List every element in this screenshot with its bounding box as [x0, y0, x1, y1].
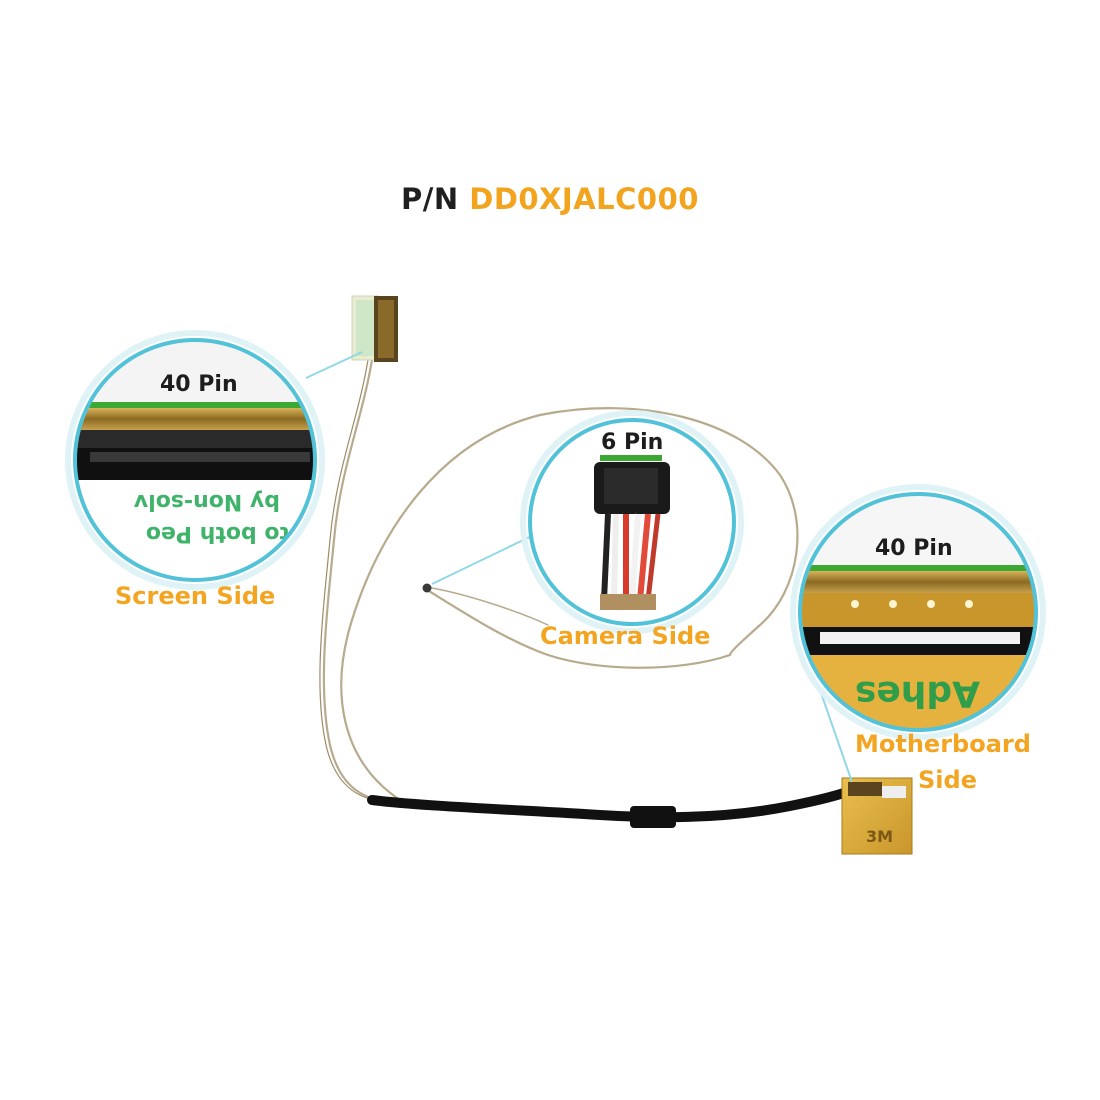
camera-side-callout: [520, 410, 744, 634]
camera-pin-label: 6 Pin: [601, 430, 664, 455]
thin-cable: [319, 358, 799, 802]
screen-pin-label: 40 Pin: [160, 372, 238, 397]
svg-text:3M: 3M: [866, 827, 893, 846]
page-title: P/N DD0XJALC000: [0, 182, 1100, 216]
camera-side-caption: Camera Side: [540, 622, 711, 650]
svg-text:by Non-solv: by Non-solv: [133, 489, 280, 514]
svg-text:Adhes: Adhes: [855, 673, 980, 714]
part-number: DD0XJALC000: [469, 182, 699, 216]
part-number-prefix: P/N: [401, 182, 459, 216]
svg-text:to both Peo: to both Peo: [146, 521, 290, 546]
motherboard-pin-label: 40 Pin: [875, 536, 953, 561]
screen-side-callout: by Non-solv to both Peo: [65, 330, 325, 590]
camera-connector-tip: [422, 583, 432, 593]
motherboard-side-callout: Adhes: [790, 484, 1046, 740]
motherboard-side-caption-line2: Side: [918, 766, 977, 794]
screen-connector-physical: [351, 295, 398, 362]
motherboard-side-caption-line1: Motherboard: [855, 730, 1031, 758]
screen-side-caption: Screen Side: [115, 582, 276, 610]
motherboard-connector-physical: 3M: [841, 777, 913, 855]
main-cable: [367, 785, 857, 828]
